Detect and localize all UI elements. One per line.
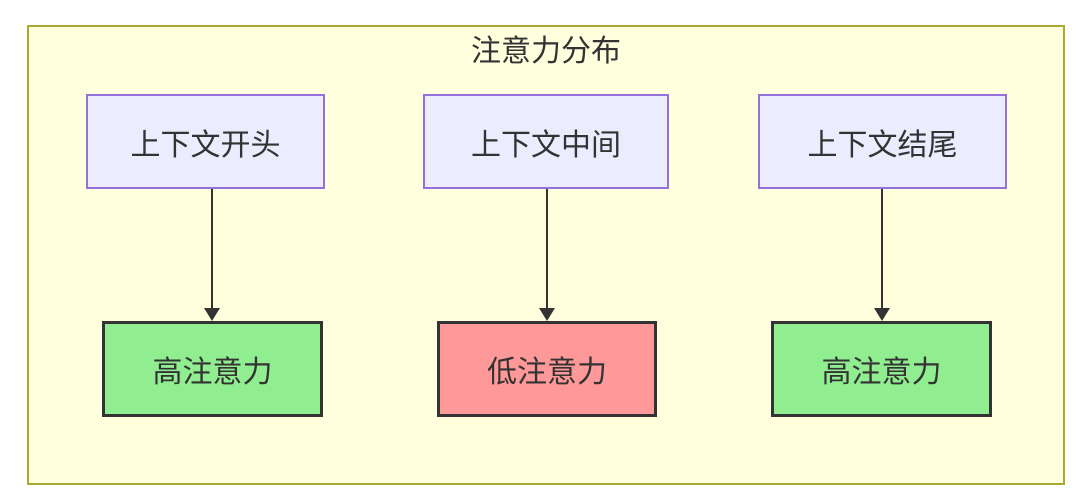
node-context-middle: 上下文中间 [423, 94, 669, 189]
arrow-line [546, 189, 548, 309]
node-context-start: 上下文开头 [86, 94, 325, 189]
arrow-line [211, 189, 213, 309]
arrowhead-icon [539, 308, 555, 321]
subgraph-title: 注意力分布 [471, 35, 621, 68]
arrowhead-icon [204, 308, 220, 321]
node-context-end: 上下文结尾 [758, 94, 1007, 189]
arrow-connector-end-to-high [874, 189, 890, 321]
node-context-start-label: 上下文开头 [130, 128, 281, 162]
node-high-attention-end-label: 高注意力 [821, 356, 942, 389]
node-context-end-label: 上下文结尾 [807, 128, 958, 162]
arrow-connector-start-to-high [204, 189, 220, 321]
arrowhead-icon [874, 308, 890, 321]
node-low-attention-middle: 低注意力 [437, 321, 657, 417]
arrow-connector-middle-to-low [539, 189, 555, 321]
node-context-middle-label: 上下文中间 [471, 128, 621, 162]
node-low-attention-middle-label: 低注意力 [487, 356, 607, 389]
arrow-line [881, 189, 883, 309]
node-high-attention-start: 高注意力 [102, 321, 323, 417]
node-high-attention-end: 高注意力 [771, 321, 992, 417]
node-high-attention-start-label: 高注意力 [152, 356, 273, 389]
attention-distribution-subgraph: 注意力分布 上下文开头 上下文中间 上下文结尾 高注意力 低注意力 高注意力 [27, 25, 1065, 485]
